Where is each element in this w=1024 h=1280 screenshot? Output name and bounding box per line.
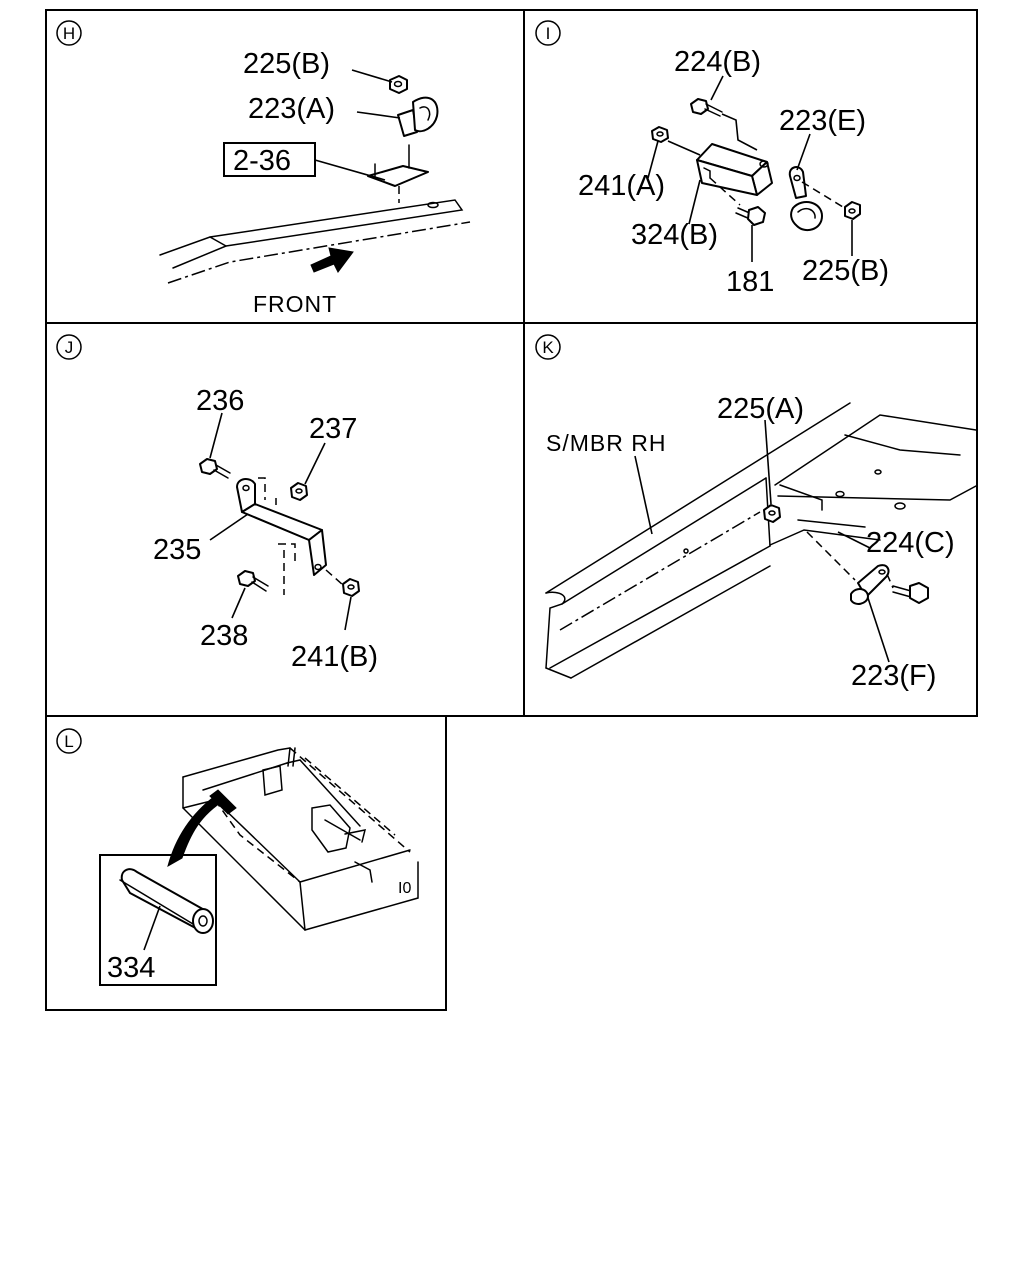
bracket-235 <box>236 477 327 595</box>
bolt-224b <box>690 98 758 151</box>
trim-334 <box>119 868 214 934</box>
panel-k-frame <box>523 322 978 717</box>
clip-223a <box>397 96 439 137</box>
bolt-181 <box>709 177 766 226</box>
label-ref-2-36: 2-36 <box>233 145 291 177</box>
clip-223e <box>788 166 823 232</box>
panel-l: L I0 <box>45 715 447 1011</box>
front-label: FRONT <box>253 291 337 317</box>
bolt-236 <box>199 458 231 479</box>
panel-h: H <box>45 9 525 324</box>
bracket-324b <box>696 143 773 196</box>
panel-k-badge: K <box>535 334 561 360</box>
label-smbr-rh: S/MBR RH <box>546 430 666 456</box>
bolt-224c <box>886 573 929 604</box>
panel-j-badge: J <box>56 334 82 360</box>
mount-plate <box>367 144 429 203</box>
svg-text:K: K <box>542 338 554 357</box>
label-225b: 225(B) <box>243 48 330 80</box>
clip-223f <box>806 531 890 605</box>
label-225a: 225(A) <box>717 393 804 425</box>
label-324b: 324(B) <box>631 219 718 251</box>
edge-trim-highlight <box>209 789 237 815</box>
label-223a: 223(A) <box>248 93 335 125</box>
nut-241a <box>651 126 701 156</box>
svg-text:I0: I0 <box>398 880 411 897</box>
panel-h-badge: H <box>56 20 82 46</box>
front-arrow-icon <box>310 247 354 273</box>
label-181: 181 <box>726 266 774 298</box>
label-334: 334 <box>107 952 155 984</box>
label-223e: 223(E) <box>779 105 866 137</box>
panel-l-badge: L <box>56 728 82 754</box>
label-236: 236 <box>196 385 244 417</box>
curved-arrow-icon <box>167 795 227 868</box>
floor-panel: I0 <box>182 747 419 931</box>
side-member-rh <box>545 402 977 679</box>
label-224c: 224(C) <box>866 527 955 559</box>
label-224b: 224(B) <box>674 46 761 78</box>
nut-237 <box>290 482 308 501</box>
reference-box <box>223 142 316 177</box>
panel-j: J <box>45 322 525 717</box>
label-225b-i: 225(B) <box>802 255 889 287</box>
nut-225a <box>763 504 781 523</box>
svg-text:H: H <box>63 24 75 43</box>
nut-225b-i <box>801 181 861 220</box>
label-238: 238 <box>200 620 248 652</box>
label-223f: 223(F) <box>851 660 936 692</box>
panel-i-badge: I <box>535 20 561 46</box>
inset-box <box>99 854 217 986</box>
label-241a: 241(A) <box>578 170 665 202</box>
frame-rail <box>159 199 471 284</box>
svg-text:J: J <box>65 338 74 357</box>
svg-text:L: L <box>64 732 73 751</box>
nut-225b <box>389 75 408 94</box>
nut-241b <box>325 569 360 597</box>
svg-text:I: I <box>546 24 551 43</box>
panel-k: K <box>523 322 978 717</box>
label-237: 237 <box>309 413 357 445</box>
label-241b: 241(B) <box>291 641 378 673</box>
label-235: 235 <box>153 534 201 566</box>
panel-l-frame <box>45 715 447 1011</box>
bolt-238 <box>237 570 269 592</box>
panel-i: I <box>523 9 978 324</box>
